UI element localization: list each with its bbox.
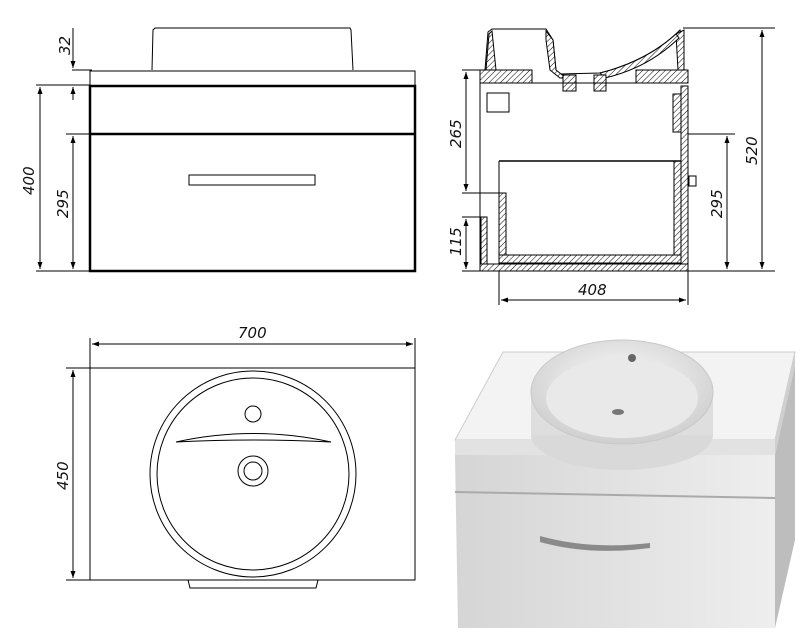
drain-inner	[243, 461, 263, 481]
render-3d	[454, 339, 796, 628]
dim-115: 115	[447, 227, 465, 256]
dim-700: 700	[238, 324, 267, 342]
dim-520: 520	[743, 136, 761, 165]
dim-295: 295	[54, 189, 72, 218]
top-view: 700 450	[54, 324, 416, 589]
basin-ledge	[175, 433, 332, 443]
drawer-front	[498, 192, 507, 266]
front-view: 32 400 295	[20, 27, 417, 273]
countertop-plan	[89, 367, 416, 581]
drawer-back	[673, 160, 682, 266]
drawer-handle	[188, 174, 316, 186]
basin-rim-inner	[156, 377, 350, 571]
side-dimension-lines	[462, 27, 775, 305]
render-cabinet-front	[455, 455, 775, 628]
cabinet-body	[88, 84, 417, 273]
dim-265: 265	[447, 119, 465, 148]
top-dimension-lines	[66, 338, 416, 581]
render-handle	[540, 536, 650, 551]
dim-408: 408	[578, 281, 607, 299]
dim-295-side: 295	[708, 189, 726, 218]
cabinet-bottom	[479, 263, 689, 272]
faucet-hole	[244, 405, 262, 423]
drawer-bottom	[498, 254, 682, 264]
front-dimension-lines	[36, 28, 92, 272]
basin-outline	[151, 27, 354, 71]
side-section-view: 265 115 520 295 408	[447, 27, 775, 305]
dim-450: 450	[54, 461, 72, 490]
dim-32: 32	[56, 36, 74, 55]
dim-400: 400	[20, 166, 38, 195]
hinge	[486, 92, 510, 113]
basin-rim-outer	[149, 370, 357, 578]
drain-outer	[237, 455, 269, 487]
countertop-section-left	[479, 69, 533, 84]
countertop-section-right	[635, 69, 689, 84]
countertop	[89, 70, 416, 87]
back-panel	[680, 85, 689, 272]
